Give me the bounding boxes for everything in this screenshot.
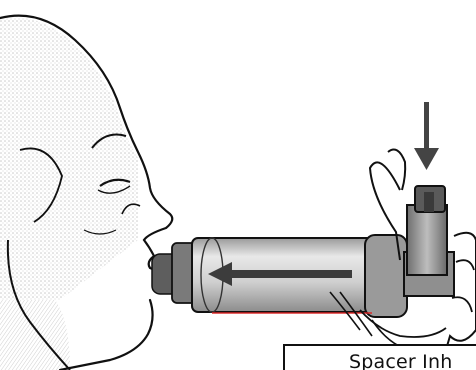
metered-dose-inhaler	[404, 186, 454, 296]
child-face	[0, 0, 172, 370]
press-arrow	[414, 102, 439, 170]
spacer-chamber	[152, 235, 407, 336]
caption-box: Spacer Inh	[283, 344, 476, 370]
caption-text: Spacer Inh	[349, 351, 452, 370]
